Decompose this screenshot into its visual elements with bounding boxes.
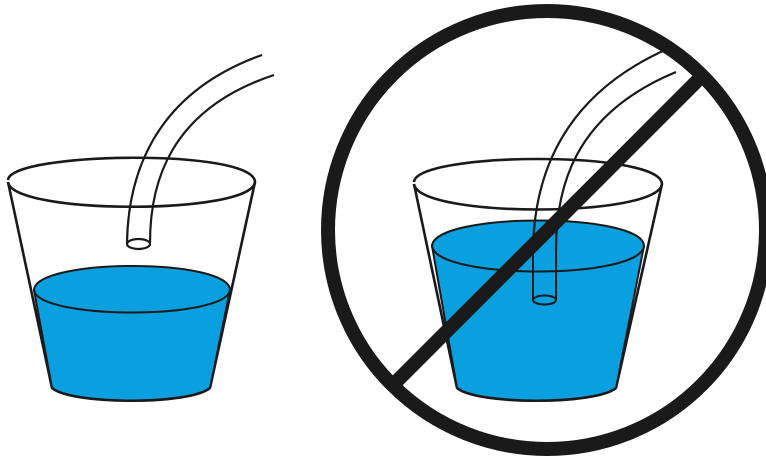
tube-icon — [127, 55, 274, 249]
correct-panel — [8, 55, 274, 401]
cup-icon — [414, 159, 662, 401]
water-fill — [34, 266, 230, 401]
incorrect-panel — [328, 11, 766, 449]
